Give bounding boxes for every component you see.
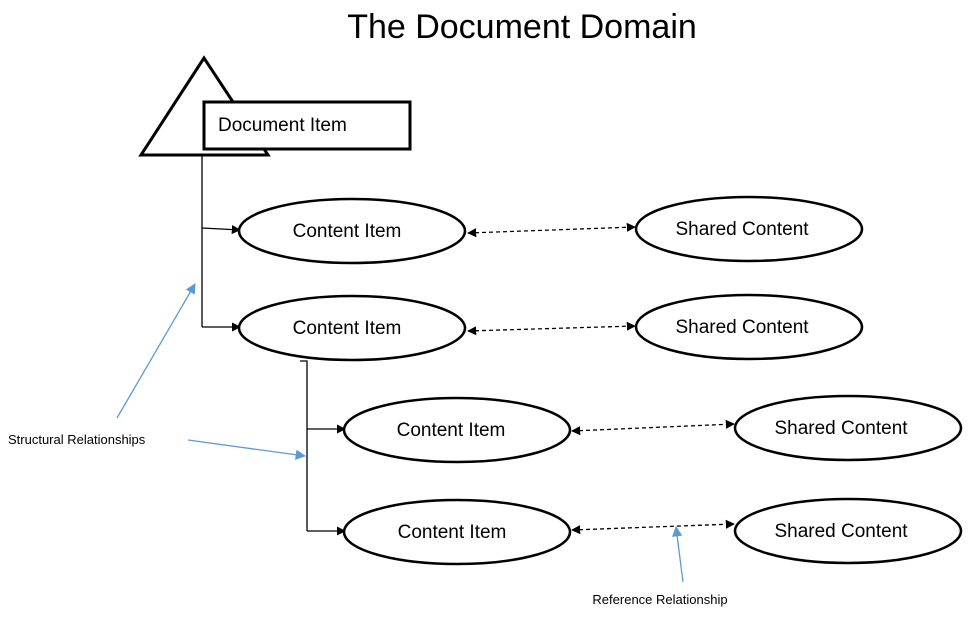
diagram-title: The Document Domain	[347, 8, 697, 46]
content-item-node-3[interactable]	[342, 396, 572, 464]
shared-content-label-1: Shared Content	[675, 219, 809, 240]
content-item-node-2[interactable]	[237, 294, 467, 362]
shared-content-label-2: Shared Content	[675, 317, 809, 338]
content-item-node-1[interactable]	[237, 197, 467, 265]
reference-link-3	[571, 419, 735, 436]
document-item-label: Document Item	[218, 115, 347, 136]
reference-link-2	[467, 321, 636, 336]
structural-branch-row1	[201, 225, 241, 235]
structural-annotation-arrow-right	[187, 439, 307, 460]
structural-trunk-level2	[300, 360, 308, 531]
content-item-label-3: Content Item	[397, 420, 506, 441]
content-item-label-1: Content Item	[293, 221, 402, 242]
shared-content-label-3: Shared Content	[774, 418, 908, 439]
reference-link-4	[571, 519, 735, 535]
content-item-label-4: Content Item	[398, 522, 507, 543]
shared-content-node-3[interactable]	[733, 394, 963, 462]
shared-content-node-2[interactable]	[634, 293, 864, 361]
structural-relationships-label: Structural Relationships	[8, 432, 146, 447]
shared-content-node-4[interactable]	[733, 497, 963, 565]
content-item-label-2: Content Item	[293, 318, 402, 339]
content-item-node-4[interactable]	[342, 498, 572, 566]
reference-relationship-label: Reference Relationship	[592, 592, 727, 607]
reference-annotation-arrow	[672, 525, 684, 583]
shared-content-node-1[interactable]	[634, 195, 864, 263]
reference-link-1	[467, 222, 636, 238]
document-item-box[interactable]	[202, 100, 412, 151]
structural-annotation-arrow-up	[116, 283, 196, 419]
shared-content-label-4: Shared Content	[774, 521, 908, 542]
